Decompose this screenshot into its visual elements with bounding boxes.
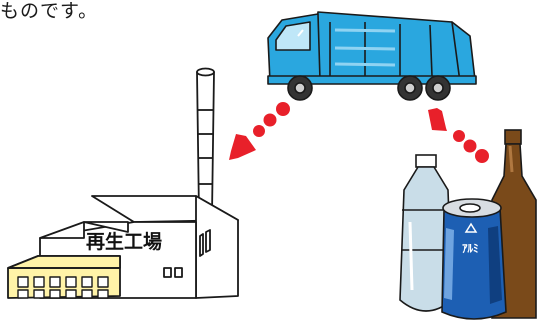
garbage-truck xyxy=(267,11,477,101)
aluminum-can: ｱﾙﾐ xyxy=(441,198,507,320)
arrow-to-factory xyxy=(229,102,290,160)
recycling-factory xyxy=(7,67,239,299)
caption-text: ものです。 xyxy=(0,0,99,22)
pet-bottle xyxy=(399,154,453,312)
svg-text:ｱﾙﾐ: ｱﾙﾐ xyxy=(462,242,479,255)
factory-sign-label: 再生工場 xyxy=(86,230,162,253)
arrow-to-truck xyxy=(428,108,489,163)
